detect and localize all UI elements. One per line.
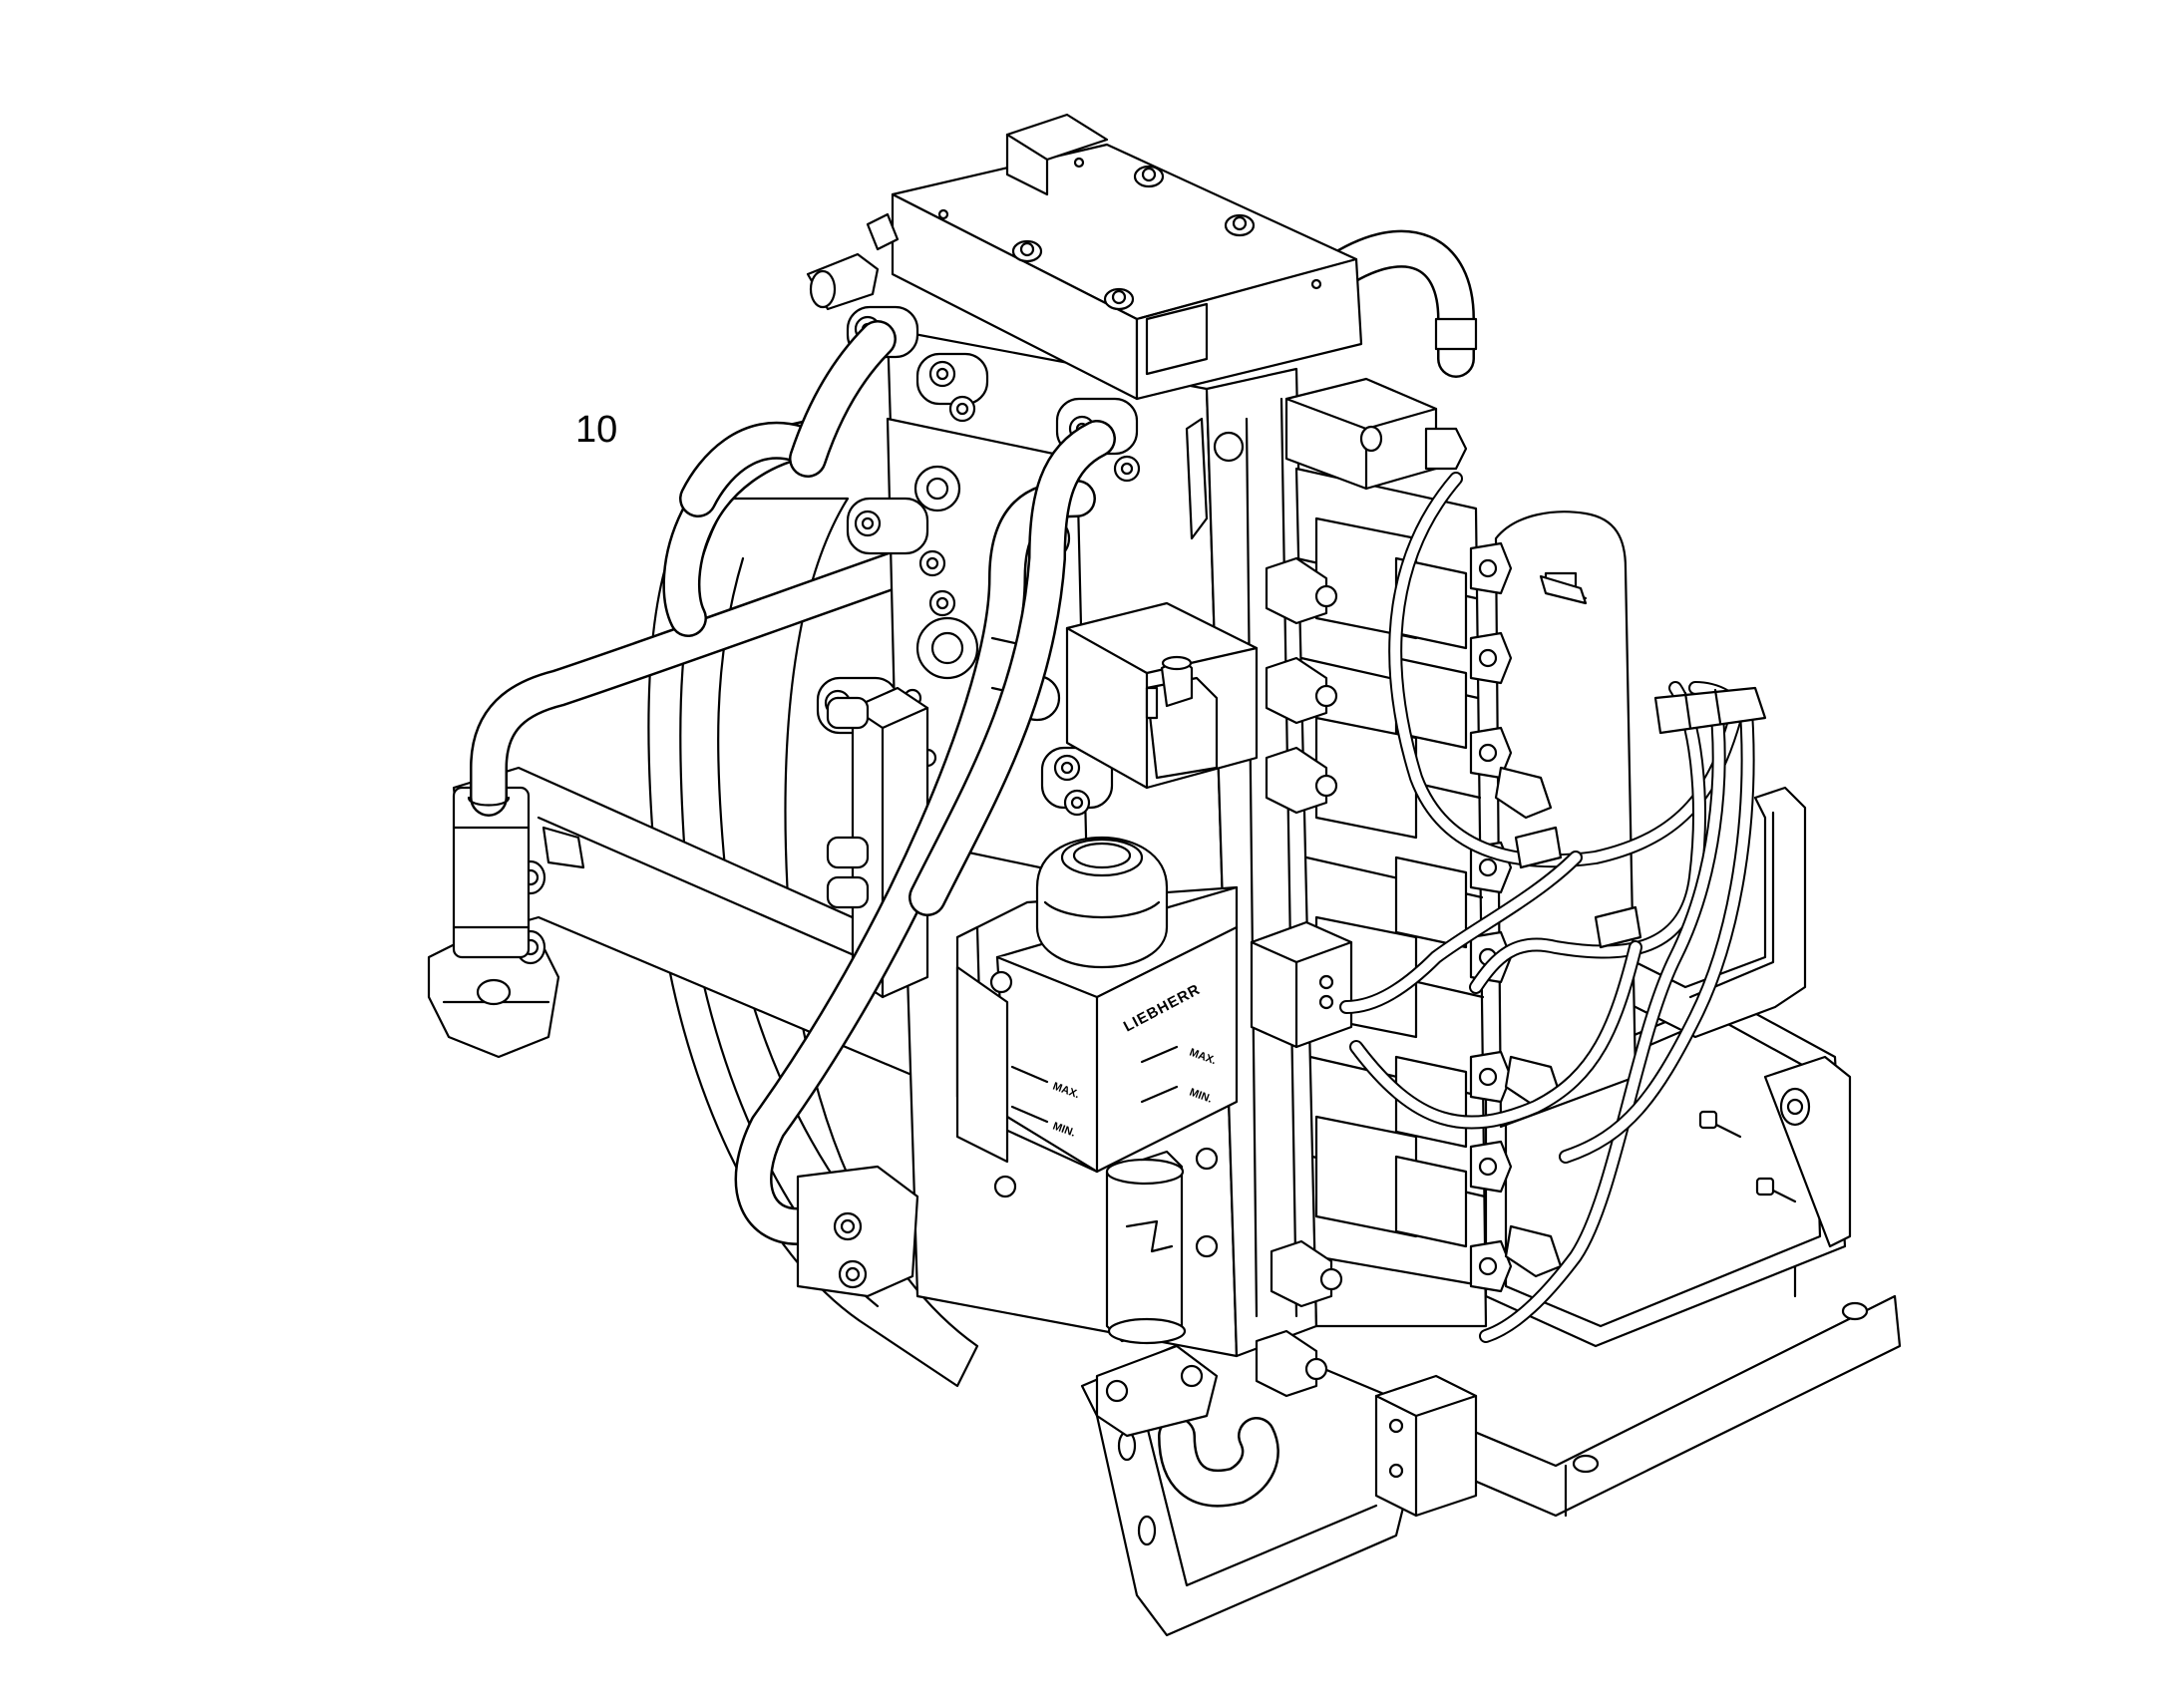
fitting-2: [1265, 656, 1338, 725]
tubing-bundle: [1339, 472, 1767, 1343]
upper-right-pipe: [1322, 229, 1478, 378]
right-gasket-plate: [1494, 511, 1637, 1129]
fitting-3: [1265, 746, 1338, 815]
top-right-port-block: [1284, 377, 1468, 491]
fitting-5: [1255, 1329, 1328, 1398]
side-bolts: [1539, 574, 1588, 605]
small-pressure-block: [1250, 920, 1353, 1049]
front-fittings: [1255, 556, 1343, 1398]
right-elbow-fittings: [1469, 541, 1563, 1293]
bottom-left-flange: [796, 1165, 919, 1298]
oil-reservoir: [955, 836, 1239, 1345]
fitting-1: [1265, 556, 1338, 625]
callout-number: 10: [575, 409, 618, 451]
top-manifold-block: [891, 113, 1363, 540]
fitting-4: [1270, 1239, 1343, 1308]
center-hose: [908, 420, 1116, 916]
upper-left-pipe: [789, 320, 897, 478]
center-solenoid-box: [1065, 601, 1259, 790]
bottom-center-block: [1374, 1374, 1478, 1518]
left-rear-hose: [662, 420, 827, 637]
upper-left-fitting: [806, 212, 900, 311]
left-long-pipe: [467, 539, 946, 817]
bottom-elbow-pipe: [1095, 1344, 1279, 1508]
